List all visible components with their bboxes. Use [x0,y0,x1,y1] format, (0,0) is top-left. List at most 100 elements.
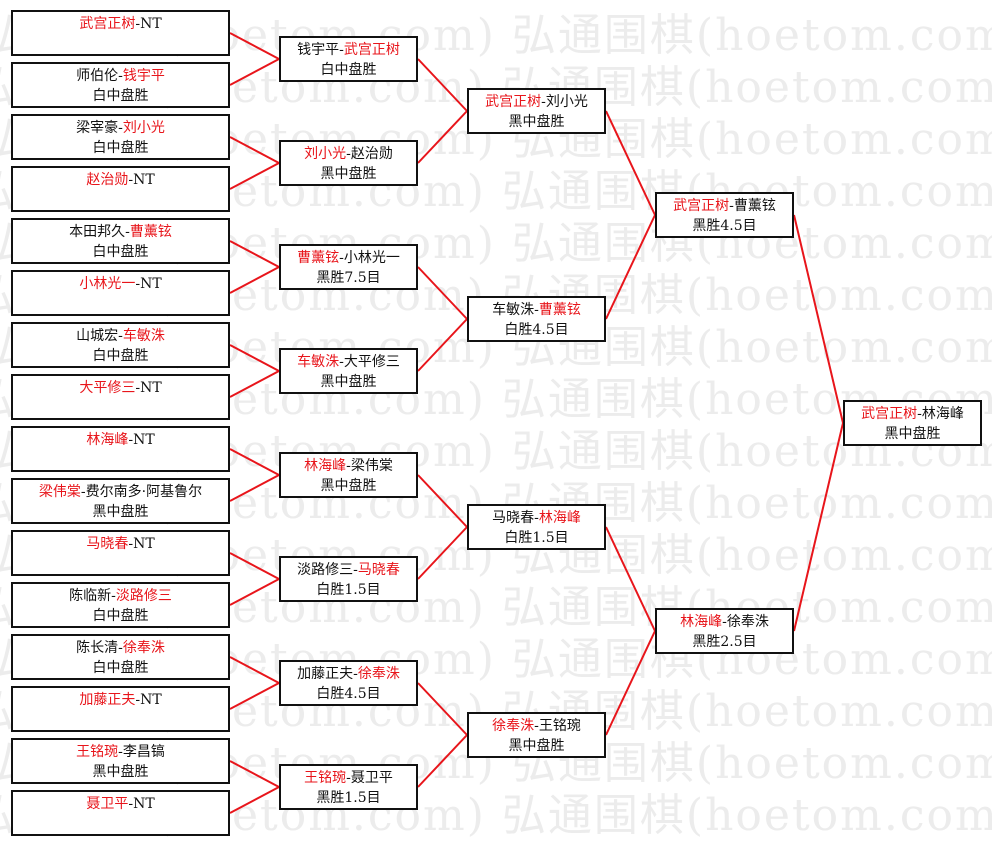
match-result: 黑中盘胜 [92,764,149,780]
player-1: 王铭琬 [76,744,119,760]
player-1: 山城宏 [76,328,119,344]
separator: - [339,42,344,58]
match-box-round1: 梁伟棠-费尔南多·阿基鲁尔黑中盘胜 [11,478,230,524]
match-box-round1: 山城宏-车敏洙白中盘胜 [11,322,230,368]
player-2: 曹薰铉 [538,302,581,318]
player-1: 马晓春 [86,536,129,552]
player-1: 陈临新 [69,588,112,604]
match-result: 白中盘胜 [92,140,149,156]
player-2: 刘小光 [545,94,588,110]
connector-line [229,266,280,294]
match-box-round1: 陈长清-徐奉洙白中盘胜 [11,634,230,680]
match-result: 白中盘胜 [92,244,149,260]
match-players: 林海峰-徐奉洙 [657,612,792,632]
match-box-round1: 马晓春-NT [11,530,230,576]
player-1: 聂卫平 [86,796,129,812]
match-result: 黑胜2.5目 [692,634,757,650]
player-2: NT [140,380,162,396]
player-1: 王铭琬 [304,770,347,786]
connector-line [605,526,656,632]
separator: - [118,640,123,656]
match-box-round5: 武宫正树-林海峰黑中盘胜 [843,400,982,446]
match-box-round2: 刘小光-赵治勋黑中盘胜 [279,140,418,186]
match-result: 黑中盘胜 [508,114,565,130]
connector-line [229,578,280,606]
player-2: 王铭琬 [538,718,581,734]
separator: - [80,484,86,500]
match-players: 陈临新-淡路修三 [13,586,228,606]
separator: - [118,744,123,760]
match-players: 武宫正树-刘小光 [469,92,604,112]
match-box-round3: 徐奉洙-王铭琬黑中盘胜 [467,712,606,758]
player-1: 小林光一 [79,276,136,292]
match-box-round1: 梁宰豪-刘小光白中盘胜 [11,114,230,160]
player-1: 车敏洙 [492,302,535,318]
match-players: 加藤正夫-NT [13,690,228,710]
separator: - [125,224,130,240]
match-players: 大平修三-NT [13,378,228,398]
separator: - [339,250,344,266]
match-players: 武宫正树-林海峰 [845,404,980,424]
match-players: 梁伟棠-费尔南多·阿基鲁尔 [13,482,228,502]
match-players: 王铭琬-聂卫平 [281,768,416,788]
match-box-round1: 王铭琬-李昌镐黑中盘胜 [11,738,230,784]
player-1: 陈长清 [76,640,119,656]
match-players: 赵治勋-NT [13,170,228,190]
connector-line [417,474,468,528]
player-1: 武宫正树 [861,406,918,422]
player-2: 钱宇平 [122,68,165,84]
separator: - [128,536,134,552]
match-players: 梁宰豪-刘小光 [13,118,228,138]
connector-line [417,526,468,580]
connector-line [605,214,656,320]
match-result: 黑胜7.5目 [316,270,381,286]
player-2: 大平修三 [343,354,400,370]
player-2: NT [140,276,162,292]
connector-line [229,656,280,684]
player-1: 林海峰 [304,458,347,474]
player-2: NT [133,536,155,552]
player-1: 武宫正树 [79,16,136,32]
match-box-round1: 本田邦久-曹薰铉白中盘胜 [11,218,230,264]
connector-line [605,630,656,736]
match-box-round2: 钱宇平-武宫正树白中盘胜 [279,36,418,82]
separator: - [339,354,344,370]
match-result: 黑中盘胜 [508,738,565,754]
match-box-round2: 王铭琬-聂卫平黑胜1.5目 [279,764,418,810]
separator: - [118,328,123,344]
match-box-round1: 陈临新-淡路修三白中盘胜 [11,582,230,628]
player-2: 马晓春 [357,562,400,578]
connector-line [229,240,280,268]
player-2: NT [140,16,162,32]
separator: - [346,770,351,786]
player-1: 赵治勋 [86,172,129,188]
player-2: 淡路修三 [115,588,172,604]
player-1: 大平修三 [79,380,136,396]
match-box-round1: 加藤正夫-NT [11,686,230,732]
player-1: 林海峰 [86,432,129,448]
connector-line [417,318,468,372]
player-1: 林海峰 [680,614,723,630]
separator: - [118,68,123,84]
separator: - [346,458,351,474]
separator: - [353,666,358,682]
match-box-round1: 大平修三-NT [11,374,230,420]
separator: - [135,380,141,396]
match-result: 黑中盘胜 [320,478,377,494]
match-players: 本田邦久-曹薰铉 [13,222,228,242]
match-players: 马晓春-林海峰 [469,508,604,528]
player-1: 梁宰豪 [76,120,119,136]
match-box-round1: 林海峰-NT [11,426,230,472]
connector-line [417,110,468,164]
match-box-round3: 马晓春-林海峰白胜1.5目 [467,504,606,550]
connector-line [229,32,280,60]
match-result: 黑胜1.5目 [316,790,381,806]
separator: - [722,614,727,630]
match-box-round2: 车敏洙-大平修三黑中盘胜 [279,348,418,394]
match-players: 加藤正夫-徐奉洙 [281,664,416,684]
player-2: 车敏洙 [122,328,165,344]
separator: - [128,796,134,812]
match-result: 白中盘胜 [92,88,149,104]
match-players: 曹薰铉-小林光一 [281,248,416,268]
connector-line [229,58,280,86]
